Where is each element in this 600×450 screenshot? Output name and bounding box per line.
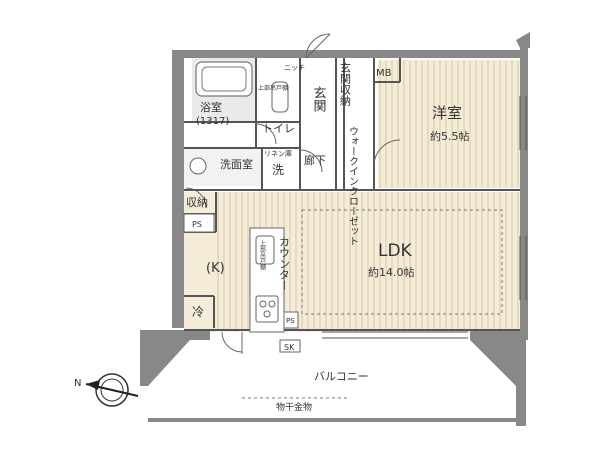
entrance-label: 玄関 xyxy=(311,86,327,113)
drying-rack-label: 物干金物 xyxy=(276,401,312,413)
niche-label: ニッチ xyxy=(284,64,305,72)
bath-size-label: (1317) xyxy=(196,116,229,127)
linen-label: リネン庫 xyxy=(264,149,292,158)
counter-label: カウンター xyxy=(278,236,291,291)
compass-icon xyxy=(95,373,129,407)
washer-label: 洗 xyxy=(272,163,284,177)
storage-label: 収納 xyxy=(186,196,208,209)
washroom-label: 洗面室 xyxy=(220,157,253,171)
upper-cabinet-kitchen-label: 上部吊戸棚 xyxy=(259,239,266,271)
wic-label: ウォークインクローゼット xyxy=(347,126,359,246)
ldk-size-label: 約14.0帖 xyxy=(368,265,415,279)
ldk-dashed-area xyxy=(301,209,503,315)
fridge-label: 冷 xyxy=(192,305,204,319)
shoe-storage-label: 玄関収納 xyxy=(339,61,352,107)
bath-label: 浴室 xyxy=(200,100,222,114)
western-room-size-label: 約5.5帖 xyxy=(430,129,470,143)
upper-cabinet-top-label: 上部吊戸棚 xyxy=(258,84,288,92)
door-swings xyxy=(185,33,401,354)
hallway-label: 廊下 xyxy=(304,153,326,167)
balcony-label: バルコニー xyxy=(314,370,369,383)
balcony-area xyxy=(148,350,520,418)
ps-label: PS xyxy=(192,220,202,229)
kitchen-label: (K) xyxy=(206,261,225,276)
walls xyxy=(140,32,530,426)
ps2-label: PS xyxy=(286,317,295,325)
toilet-label: トイレ xyxy=(262,122,295,135)
compass-north-label: N xyxy=(74,378,81,389)
compass: N xyxy=(74,373,139,407)
western-room-label: 洋室 xyxy=(432,104,462,122)
mb-label: MB xyxy=(376,68,392,79)
windows xyxy=(322,96,527,339)
fixtures xyxy=(183,81,301,353)
interior-walls xyxy=(184,58,520,331)
bathtub-inner xyxy=(201,66,247,92)
bathtub xyxy=(195,61,253,97)
sk-label: SK xyxy=(284,343,295,352)
ldk-label: LDK xyxy=(378,241,413,261)
